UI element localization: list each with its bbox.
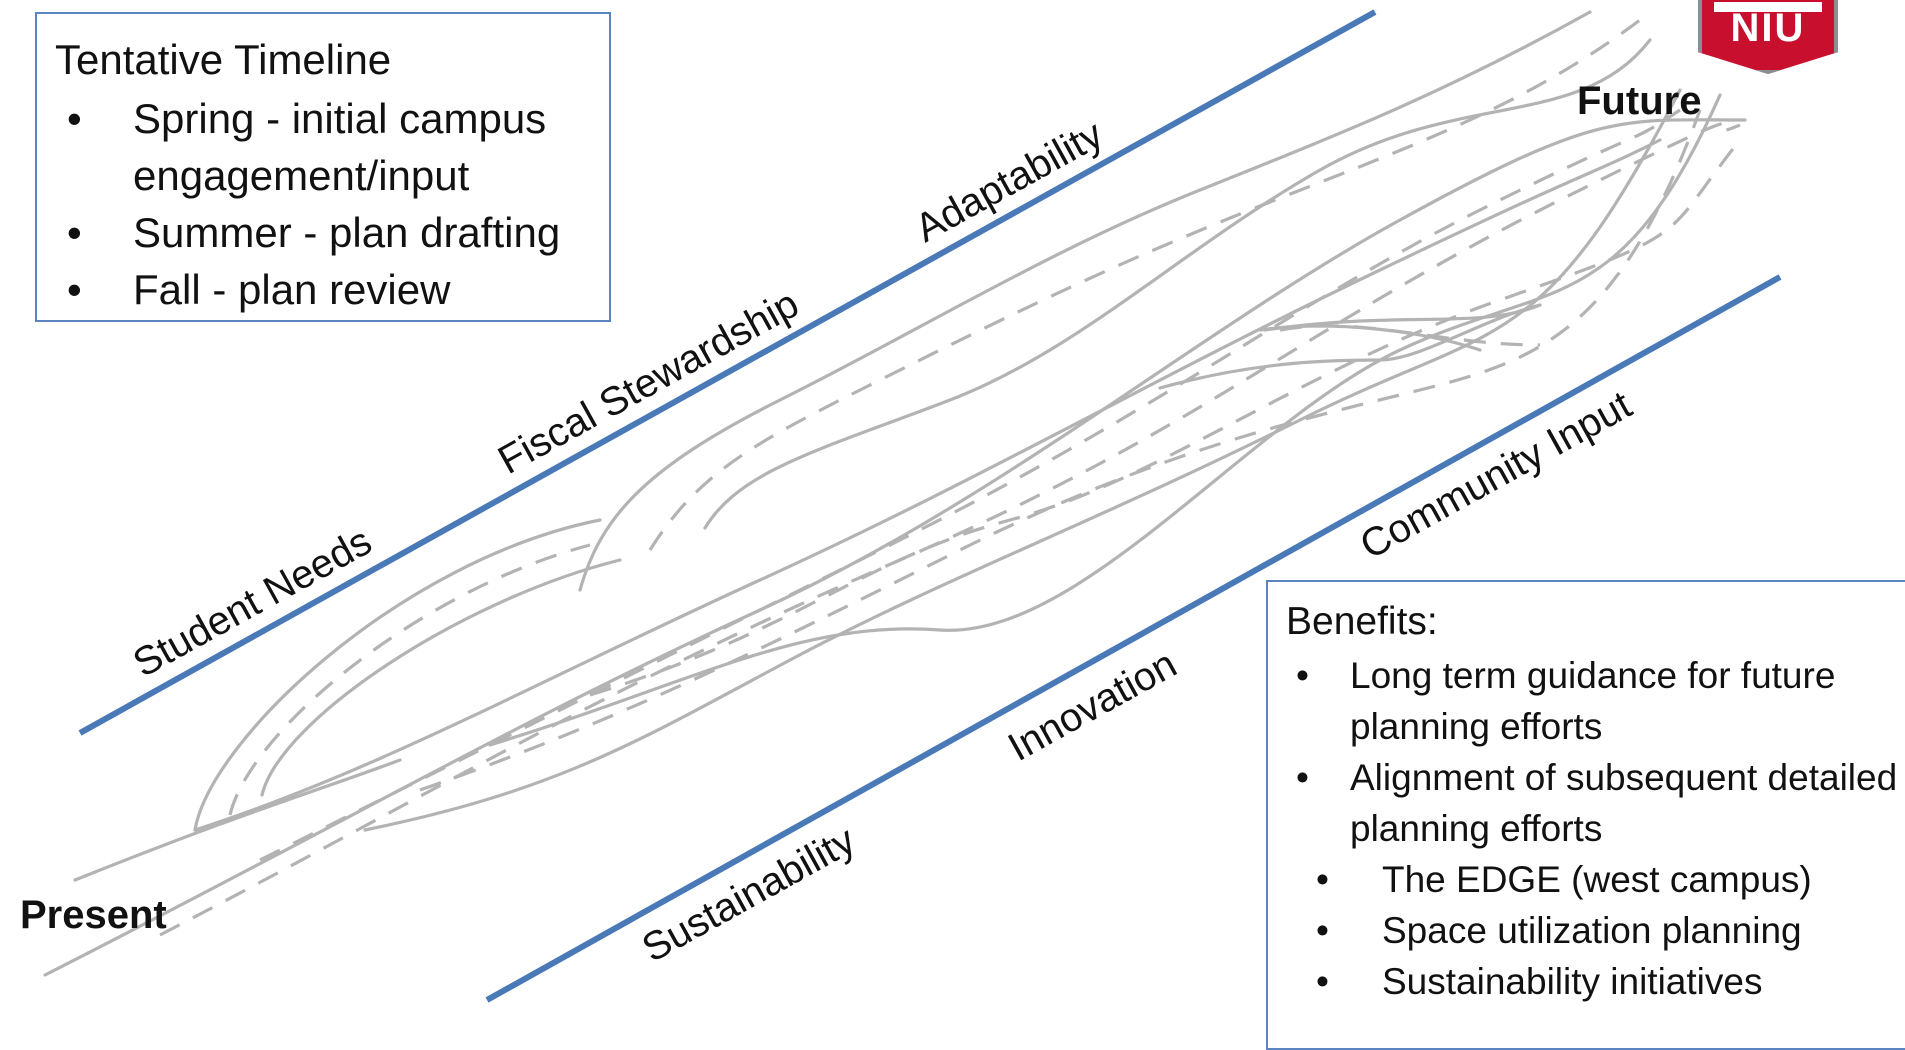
road-edge (43, 118, 1747, 977)
benefit-item: • Alignment of subsequent detailed planni… (1286, 752, 1904, 854)
niu-logo: NIU (1698, 0, 1838, 78)
road-edge (703, 38, 1652, 530)
benefit-item-text: Long term guidance for future planning e… (1350, 655, 1836, 747)
value-label-student-needs: Student Needs (126, 519, 379, 686)
benefit-subitem: • Space utilization planning (1286, 905, 1904, 956)
benefits-box: Benefits: • Long term guidance for future… (1266, 580, 1905, 1050)
value-label-community-input: Community Input (1353, 383, 1639, 568)
road-edge (1158, 303, 1542, 390)
timeline-title: Tentative Timeline (55, 36, 392, 83)
benefits-list: • Long term guidance for future planning … (1286, 650, 1904, 854)
roads (43, 10, 1747, 977)
road-edge (578, 10, 1592, 592)
logo-text: NIU (1730, 6, 1806, 50)
road-lane-divider (228, 543, 591, 816)
bullet-dot: • (67, 209, 82, 256)
bullet-dot: • (1316, 859, 1329, 900)
timeline-item: • Spring - initial campus engagement/inpu… (55, 90, 589, 204)
lower-guide-line (485, 274, 1782, 1003)
road-lane-divider (1279, 324, 1541, 347)
road-edge (1263, 303, 1542, 332)
road-lane-divider (159, 121, 1741, 937)
bullet-dot: • (67, 95, 82, 142)
value-label-sustainability: Sustainability (635, 818, 862, 971)
road-lane-divider (419, 109, 1702, 792)
logo-bar (1714, 2, 1822, 12)
benefits-title: Benefits: (1286, 600, 1438, 643)
road-lane-divider (259, 108, 1681, 862)
road-edge (193, 518, 602, 832)
bullet-dot: • (1296, 757, 1309, 798)
benefit-subitem-text: Sustainability initiatives (1382, 961, 1763, 1002)
timeline-item-text: Fall - plan review (133, 266, 451, 313)
road-lane-divider (589, 139, 1742, 697)
bullet-dot: • (67, 266, 82, 313)
future-label: Future (1577, 79, 1701, 123)
benefit-item: • Long term guidance for future planning … (1286, 650, 1904, 752)
value-label-adaptability: Adaptability (908, 112, 1110, 251)
road-edge (193, 138, 1662, 832)
benefit-subitem-text: Space utilization planning (1382, 910, 1802, 951)
benefit-item-text: Alignment of subsequent detailed plannin… (1350, 757, 1898, 849)
present-label: Present (20, 893, 167, 937)
bullet-dot: • (1296, 655, 1309, 696)
timeline-box: Tentative Timeline • Spring - initial cam… (35, 12, 611, 322)
benefits-sublist: • The EDGE (west campus) • Space utilizati… (1286, 854, 1904, 1007)
timeline-item: • Summer - plan drafting (55, 204, 589, 261)
benefit-subitem: • Sustainability initiatives (1286, 956, 1904, 1007)
bullet-dot: • (1316, 910, 1329, 951)
benefit-subitem: • The EDGE (west campus) (1286, 854, 1904, 905)
roadmap-diagram: Student Needs Fiscal Stewardship Adaptab… (20, 9, 1782, 1003)
road-lane-divider (648, 18, 1641, 551)
timeline-item: • Fall - plan review (55, 261, 589, 318)
benefit-subitem-text: The EDGE (west campus) (1382, 859, 1812, 900)
bullet-dot: • (1316, 961, 1329, 1002)
road-edge (260, 558, 622, 797)
road-edge (488, 93, 1722, 747)
timeline-item-text: Summer - plan drafting (133, 209, 561, 256)
timeline-item-text: Spring - initial campus engagement/input (133, 95, 547, 199)
upper-guide-line (78, 9, 1377, 736)
road-edge (73, 758, 402, 882)
timeline-list: • Spring - initial campus engagement/inpu… (55, 90, 589, 318)
